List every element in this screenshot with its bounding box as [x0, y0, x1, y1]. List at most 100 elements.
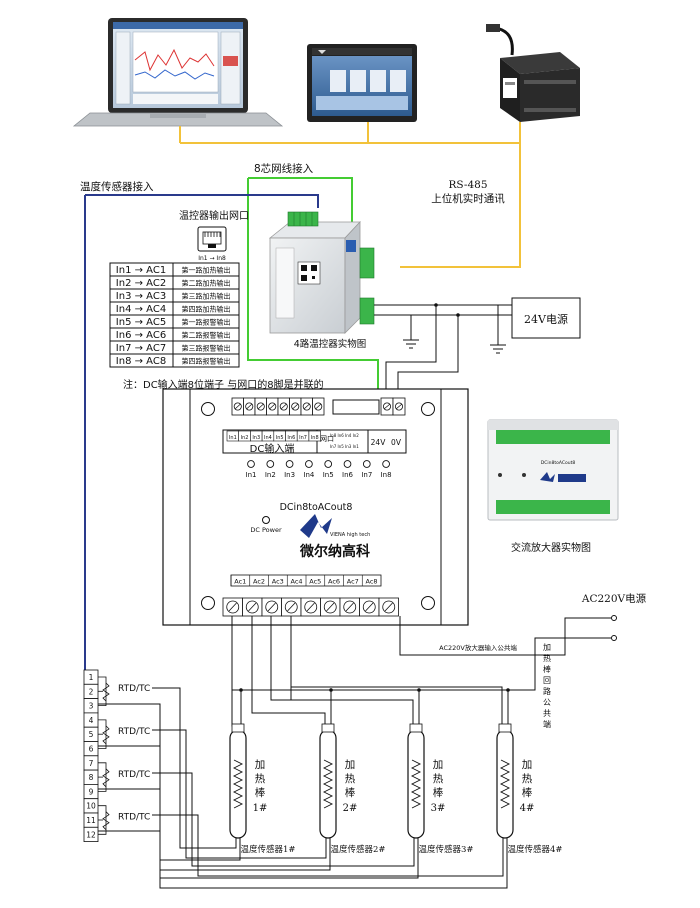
ac-terminal-label: Ac1	[234, 578, 246, 586]
heater-common-char: 热	[543, 653, 551, 663]
heater-common-char: 端	[543, 719, 551, 729]
heater-feed-wire	[290, 616, 503, 725]
table-cell-mapping: In8 → AC8	[116, 356, 166, 367]
top-bus-wiring	[84, 122, 521, 680]
screw-slot	[248, 602, 257, 612]
resistor-icon	[102, 768, 110, 788]
screw-slot	[280, 403, 287, 410]
screw-slot	[228, 602, 237, 612]
screw-slot	[303, 403, 310, 410]
dc-terminal-label: In8	[311, 435, 319, 441]
junction-dot	[506, 688, 510, 692]
screw-slot	[365, 602, 374, 612]
note-label: 注：DC输入端8位端子 与网口的8脚是并联的	[123, 378, 324, 391]
table-cell-mapping: In6 → AC6	[116, 330, 166, 341]
brand-cn: 微尔纳高科	[299, 543, 370, 560]
dc-terminal-label: In2	[241, 435, 249, 441]
table-cell-mapping: In7 → AC7	[116, 343, 166, 354]
heater-number: 4#	[520, 803, 535, 814]
led-indicator	[305, 460, 313, 468]
rtd-label: RTD/TC	[118, 684, 150, 694]
heater-common-char: 棒	[543, 664, 551, 674]
screw-slot	[246, 403, 253, 410]
table-cell-desc: 第一路加热输出	[182, 266, 231, 275]
heater-label-char: 热	[522, 772, 533, 785]
led-indicator	[343, 460, 352, 468]
heater-cap	[321, 723, 335, 733]
table-cell-desc: 第一路报警输出	[182, 318, 231, 327]
heater-label-char: 加	[433, 759, 444, 771]
brand-logo: VIENA high tech 微尔纳高科	[299, 514, 370, 560]
rs485-label: RS-485	[448, 179, 487, 191]
led-indicator	[247, 460, 255, 468]
heater-feed-wire	[231, 616, 236, 727]
table-cell-desc: 第三路加热输出	[182, 292, 231, 301]
dc-input-label: DC输入端	[250, 442, 295, 455]
heater-common-char: 路	[543, 686, 551, 696]
dc-terminal-label: In5	[276, 435, 284, 441]
junction-dot	[329, 688, 333, 692]
table-cell-desc: 第四路报警输出	[182, 357, 231, 366]
led-indicator	[382, 460, 390, 468]
rtd-bracket	[98, 676, 107, 706]
sensor-terminal-number: 4	[89, 716, 94, 725]
hmi-touchscreen-image	[307, 44, 417, 122]
rtd-bracket	[98, 805, 107, 835]
sensor-terminal-number: 8	[89, 773, 94, 782]
sensor-terminal-number: 5	[89, 730, 94, 739]
sensor-wire	[152, 729, 327, 859]
sensor-return-wire	[98, 830, 508, 889]
dc-terminal-label: In4	[264, 435, 272, 441]
table-cell-desc: 第四路加热输出	[182, 305, 231, 314]
heater-coil-icon	[232, 759, 244, 809]
led-label: In2	[265, 471, 276, 479]
heater-label-char: 加	[255, 759, 266, 771]
temperature-controller-image	[268, 211, 512, 334]
heater-label-char: 热	[345, 772, 356, 785]
heater-label-char: 棒	[345, 786, 356, 799]
ac-amplifier-image: DCin8toACout8	[487, 419, 619, 521]
realtime-comm-label: 上位机实时通讯	[431, 192, 505, 205]
led-label: In1	[246, 471, 257, 479]
ground-wiring	[385, 303, 506, 398]
screw-slot	[269, 403, 276, 410]
ac220-label: AC220V电源	[581, 592, 647, 605]
sensor-terminal-number: 3	[89, 702, 94, 711]
rtd-label: RTD/TC	[118, 727, 150, 737]
led-indicator	[324, 460, 333, 468]
heater-label-char: 棒	[433, 786, 444, 799]
heater-cap	[231, 723, 245, 733]
heater-body	[229, 729, 247, 839]
sensor-terminal-number: 1	[89, 673, 94, 682]
led-label: In5	[323, 471, 334, 479]
controller-photo-label: 4路温控器实物图	[294, 338, 367, 350]
rj45-port-icon	[197, 226, 227, 252]
led-indicator	[285, 460, 294, 468]
dc-terminal-label: In3	[252, 435, 260, 441]
resistor-icon	[102, 682, 110, 702]
sensor-terminal-number: 11	[86, 816, 96, 825]
dc-terminal-label: In6	[287, 435, 295, 441]
table-cell-mapping: In5 → AC5	[116, 317, 166, 328]
screw-slot	[315, 403, 322, 410]
amp-common-label: AC220V放大器输入公共端	[439, 643, 517, 652]
heater-label-char: 热	[255, 772, 266, 785]
heater-coil-icon	[410, 759, 422, 809]
screw-slot	[383, 403, 391, 410]
screw-slot	[345, 602, 354, 612]
dc-terminal-label: In1	[229, 435, 237, 441]
ac-terminal-label: Ac2	[253, 578, 265, 586]
table-cell-desc: 第二路加热输出	[182, 279, 231, 288]
model-label: DCin8toACout8	[280, 502, 353, 513]
table-cell-mapping: In2 → AC2	[116, 278, 166, 289]
sensor-terminal-number: 10	[86, 802, 96, 811]
table-cell-desc: 第二路报警输出	[182, 331, 231, 340]
dc-power-label: DC Power	[250, 526, 282, 534]
heater-common-char: 加	[543, 642, 551, 652]
ac-terminal-label: Ac7	[347, 578, 359, 586]
